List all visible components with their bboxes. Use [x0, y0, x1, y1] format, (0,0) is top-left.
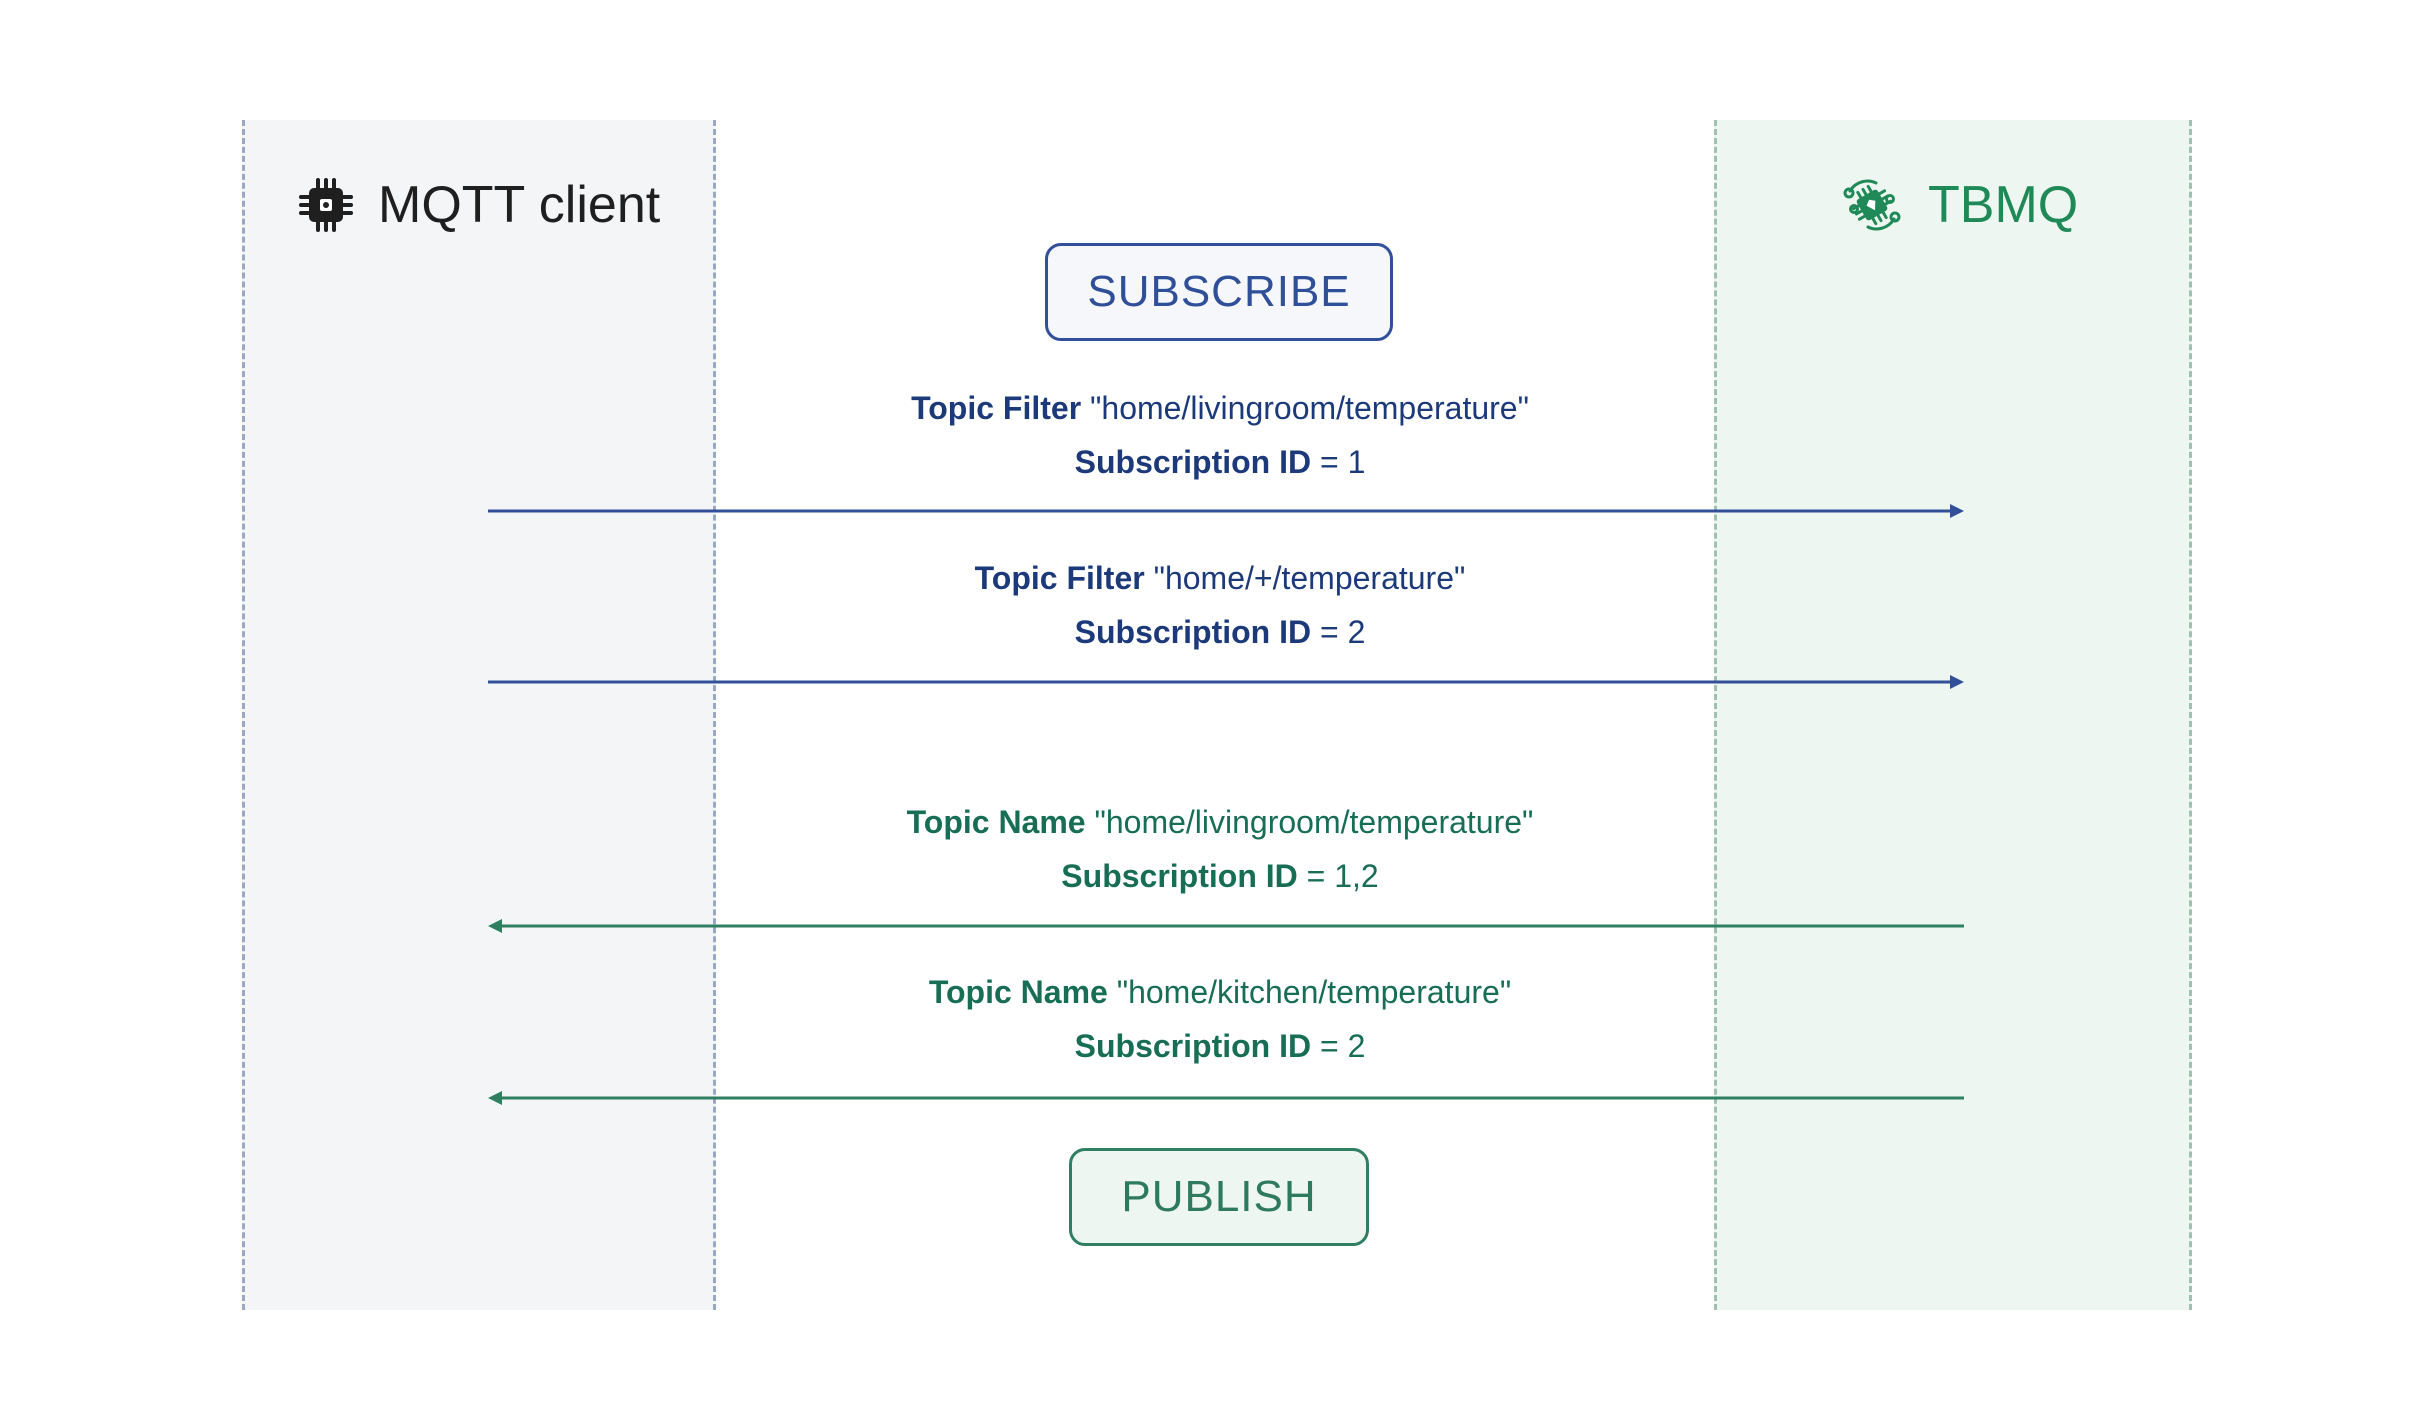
publish-message-1: Topic Name "home/livingroom/temperature"… [700, 802, 1740, 896]
subscribe-message-2: Topic Filter "home/+/temperature" Subscr… [700, 558, 1740, 652]
broker-lane [1714, 120, 2192, 1310]
arrow-publish-2 [488, 1091, 1964, 1105]
message-line-subscription-id: Subscription ID = 2 [1074, 1028, 1366, 1064]
arrow-subscribe-1 [488, 504, 1964, 518]
message-line-topic: Topic Name "home/kitchen/temperature" [928, 974, 1512, 1010]
message-line-topic: Topic Name "home/livingroom/temperature" [906, 804, 1534, 840]
subscribe-message-1: Topic Filter "home/livingroom/temperatur… [700, 388, 1740, 482]
client-actor-label: MQTT client [378, 176, 661, 234]
tbmq-logo-icon [1840, 173, 1904, 237]
chip-icon [298, 177, 354, 233]
client-actor: MQTT client [298, 165, 660, 245]
publish-badge: PUBLISH [1069, 1148, 1369, 1246]
arrow-publish-1 [488, 919, 1964, 933]
subscribe-badge: SUBSCRIBE [1045, 243, 1393, 341]
message-line-topic: Topic Filter "home/livingroom/temperatur… [911, 390, 1529, 426]
broker-actor-label: TBMQ [1928, 176, 2079, 234]
arrow-subscribe-2 [488, 675, 1964, 689]
message-line-subscription-id: Subscription ID = 1,2 [1061, 858, 1379, 894]
broker-actor: TBMQ [1840, 165, 2078, 245]
message-line-subscription-id: Subscription ID = 2 [1074, 614, 1366, 650]
client-lane [242, 120, 716, 1310]
message-line-subscription-id: Subscription ID = 1 [1074, 444, 1366, 480]
publish-message-2: Topic Name "home/kitchen/temperature" Su… [700, 972, 1740, 1066]
message-line-topic: Topic Filter "home/+/temperature" [974, 560, 1466, 596]
